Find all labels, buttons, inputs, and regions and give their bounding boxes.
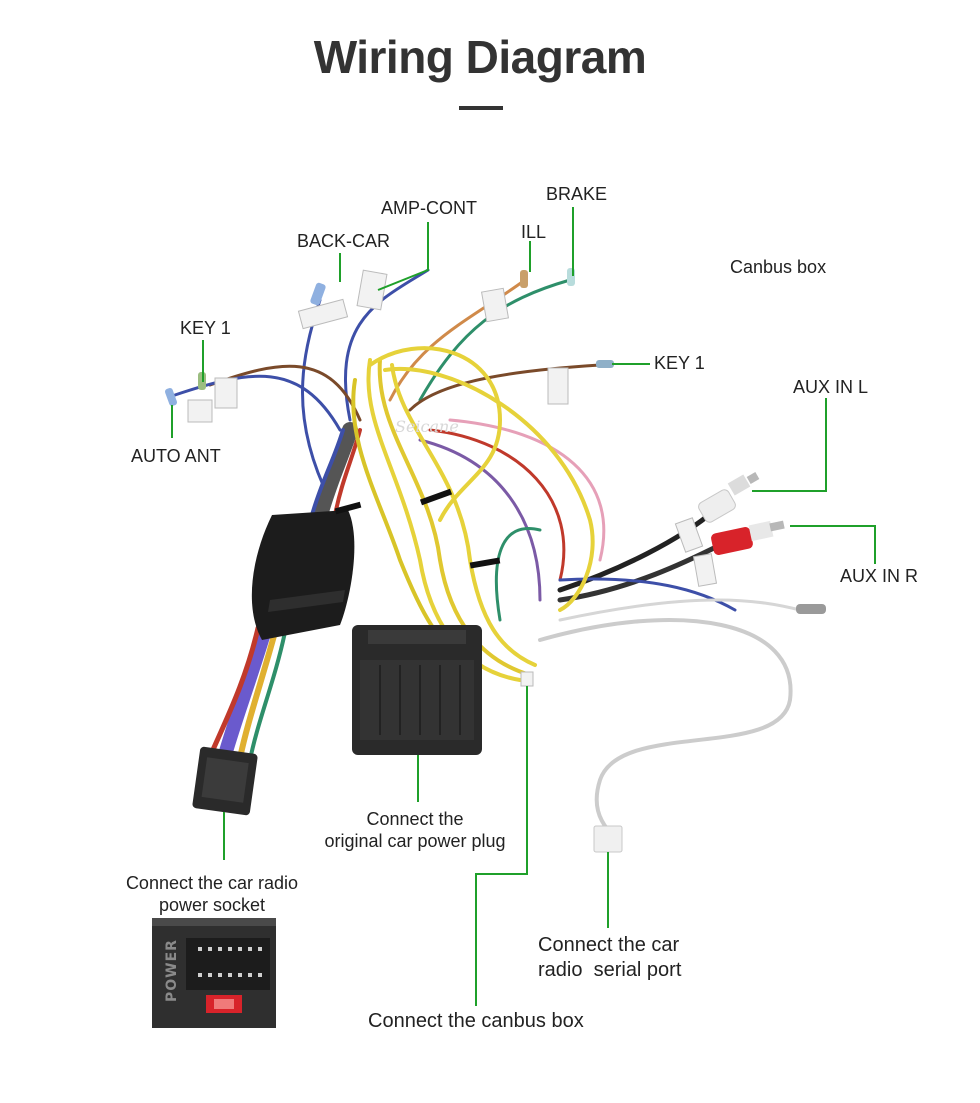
wire-yellow-3: [390, 363, 537, 667]
wire-green-bundle: [494, 527, 542, 622]
leader-aux-in-l: [752, 398, 827, 492]
wire-orange-ill: [388, 278, 527, 402]
wire-brown-key1-left: [208, 364, 362, 422]
wire-black-aux-l: [557, 507, 718, 593]
label-canbus-box: Canbus box: [730, 257, 827, 277]
wire-yellow-2: [377, 358, 532, 677]
label-serial-port-line2: radio serial port: [538, 959, 682, 981]
power-socket-photo: POWER: [152, 918, 276, 1028]
wire-black-aux-r: [557, 542, 723, 603]
label-key1-left: KEY 1: [180, 318, 231, 338]
label-power-plug-line2: original car power plug: [324, 831, 506, 851]
rca-plug-white: [698, 472, 760, 523]
wire-loom-upper: [312, 422, 358, 523]
wire-loom-lower: [218, 623, 272, 762]
leader-aux-in-r: [790, 525, 876, 564]
serial-port-connector: [593, 825, 623, 853]
label-auto-ant: AUTO ANT: [131, 446, 221, 466]
label-ill: ILL: [521, 222, 547, 242]
label-radio-socket-line1: Connect the car radio: [125, 873, 299, 893]
label-radio-socket: Connect the car radio power socket: [110, 872, 314, 916]
label-canbus-connect: Connect the canbus box: [368, 1010, 584, 1032]
label-power-plug-line1: Connect the: [366, 809, 464, 829]
wire-yellow-loop: [368, 346, 503, 522]
canbus-module-box: [251, 510, 355, 640]
svg-text:POWER: POWER: [164, 939, 180, 1002]
label-power-plug: Connect the original car power plug: [300, 808, 530, 852]
label-brake: BRAKE: [546, 184, 608, 204]
wire-red: [428, 428, 566, 582]
rca-plug-red: [711, 520, 785, 555]
wire-pink: [448, 418, 606, 562]
wire-white-serial-b: [558, 598, 802, 622]
wire-blue-amp: [344, 268, 430, 422]
wire-blue-right: [558, 577, 737, 612]
svg-text:Seicane: Seicane: [395, 417, 459, 436]
label-radio-socket-line2: power socket: [158, 895, 266, 915]
leader-canbus-box: [475, 686, 528, 1006]
label-serial-port: Connect the car radio serial port: [538, 933, 681, 983]
wire-white-serial-a: [538, 618, 793, 832]
wire-green-brake: [418, 278, 572, 402]
quadlock-connector: [352, 625, 482, 755]
label-back-car: BACK-CAR: [297, 231, 391, 251]
label-aux-in-l: AUX IN L: [793, 377, 869, 397]
label-key1-right: KEY 1: [654, 353, 705, 373]
title-underline: [459, 106, 503, 110]
page-title: Wiring Diagram: [313, 31, 647, 83]
label-amp-cont: AMP-CONT: [381, 198, 477, 218]
label-serial-port-line1: Connect the car: [538, 934, 680, 956]
radio-power-connector: [192, 746, 258, 816]
label-aux-in-r: AUX IN R: [840, 566, 919, 586]
wire-purple: [418, 438, 542, 602]
leader-amp-cont: [377, 222, 429, 291]
